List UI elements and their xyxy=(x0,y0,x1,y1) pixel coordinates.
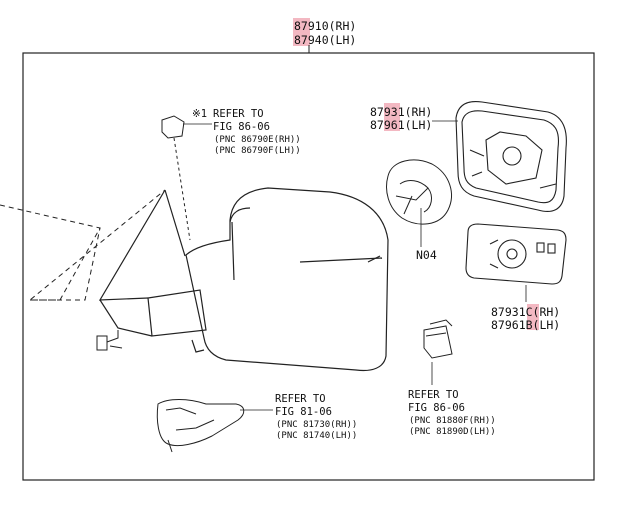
top-callout-refer: REFER TO xyxy=(213,108,264,120)
glass-number-lh: 87961(LH) xyxy=(370,118,432,132)
door-outline-dashed xyxy=(0,189,166,301)
mirror-glass-part xyxy=(455,100,567,213)
clip-part-icon xyxy=(161,115,191,241)
glass-number-highlight xyxy=(384,103,400,131)
top-callout-pnc-lh: (PNC 86790F(LH)) xyxy=(214,146,301,156)
top-callout-fig: FIG 86-06 xyxy=(213,121,270,133)
actuator-part xyxy=(423,319,453,359)
br-callout-pnc-lh: (PNC 81890D(LH)) xyxy=(409,427,496,437)
top-callout-pnc-rh: (PNC 86790E(RH)) xyxy=(214,135,301,145)
plate-number-rh: 87931C(RH) xyxy=(491,305,560,319)
glass-number-rh: 87931(RH) xyxy=(370,105,432,119)
plate-number-lh: 87961B(LH) xyxy=(491,318,560,332)
mirror-cover-part xyxy=(386,159,452,225)
br-callout-pnc-rh: (PNC 81880F(RH)) xyxy=(409,416,496,426)
plate-number-highlight xyxy=(527,304,539,330)
bl-callout-fig: FIG 81-06 xyxy=(275,406,332,418)
mirror-housing xyxy=(98,187,389,372)
bl-callout-refer: REFER TO xyxy=(275,393,326,405)
turn-signal-lamp-part xyxy=(156,399,245,453)
bl-callout-pnc-rh: (PNC 81730(RH)) xyxy=(276,420,357,430)
assembly-number-highlight xyxy=(293,18,310,46)
cover-label: N04 xyxy=(416,248,437,262)
connector-plug-icon xyxy=(96,330,123,351)
br-callout-refer: REFER TO xyxy=(408,389,459,401)
bl-callout-pnc-lh: (PNC 81740(LH)) xyxy=(276,431,357,441)
top-callout-prefix: ※1 xyxy=(192,108,207,120)
br-callout-fig: FIG 86-06 xyxy=(408,402,465,414)
assembly-number-rh: 87910(RH) xyxy=(294,19,356,33)
mirror-plate-part xyxy=(465,223,567,285)
assembly-number-lh: 87940(LH) xyxy=(294,33,356,47)
